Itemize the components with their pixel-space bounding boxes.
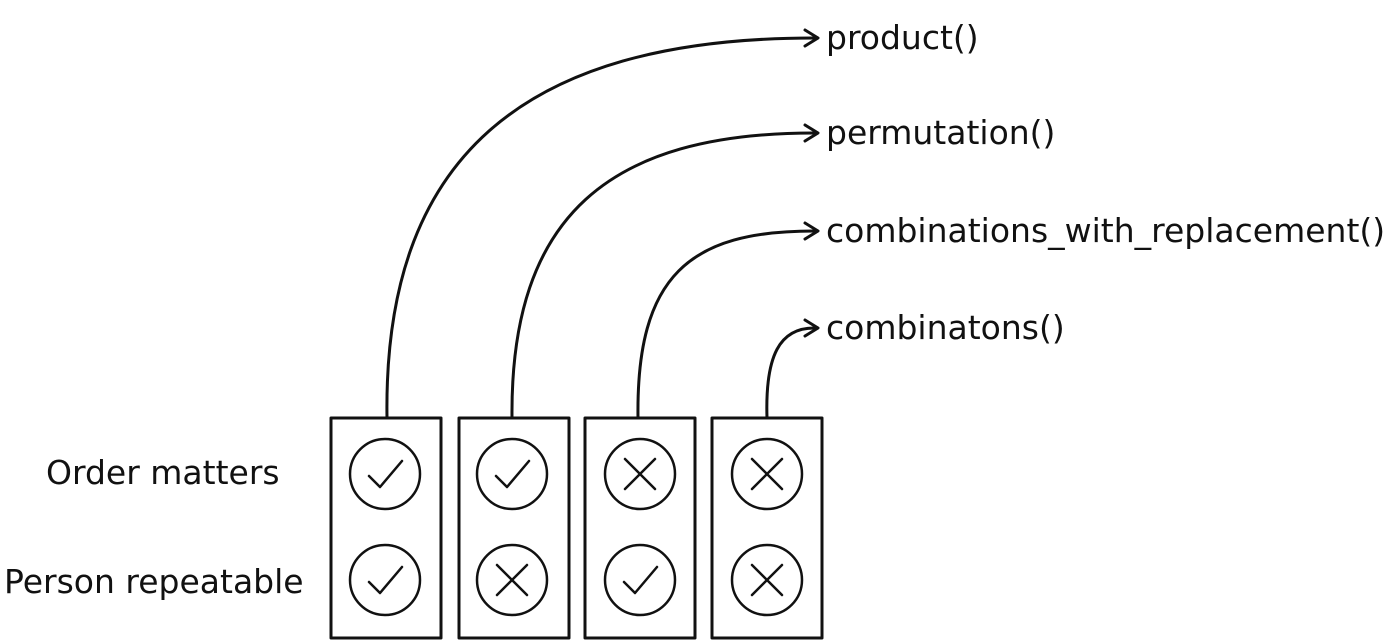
arrow-to-combinations-with-replacement: [636, 229, 816, 420]
function-label-combinatons: combinatons(): [826, 308, 1065, 347]
arrowhead-combinatons: [803, 318, 820, 338]
cross-circle-icon: [603, 437, 677, 511]
arrow-to-permutation: [510, 131, 816, 420]
arrowhead-permutation: [803, 123, 820, 143]
cross-circle-icon: [730, 437, 804, 511]
column-box-combinatons: [710, 416, 824, 640]
check-circle-icon: [348, 543, 422, 617]
function-label-permutation: permutation(): [826, 113, 1056, 152]
column-box-permutation: [457, 416, 571, 640]
check-circle-icon: [348, 437, 422, 511]
function-label-combinations-with-replacement: combinations_with_replacement(): [826, 211, 1386, 250]
row-label-order-matters: Order matters: [46, 453, 280, 492]
check-circle-icon: [475, 437, 549, 511]
column-box-combinations-with-replacement: [583, 416, 697, 640]
cross-circle-icon: [475, 543, 549, 617]
arrow-to-combinatons: [765, 326, 816, 420]
arrowhead-combinations-with-replacement: [803, 221, 820, 241]
check-circle-icon: [603, 543, 677, 617]
column-box-product: [329, 416, 443, 640]
function-label-product: product(): [826, 18, 979, 57]
arrowhead-product: [803, 28, 820, 48]
arrow-to-product: [385, 36, 816, 420]
row-label-person-repeatable: Person repeatable: [4, 562, 304, 601]
cross-circle-icon: [730, 543, 804, 617]
